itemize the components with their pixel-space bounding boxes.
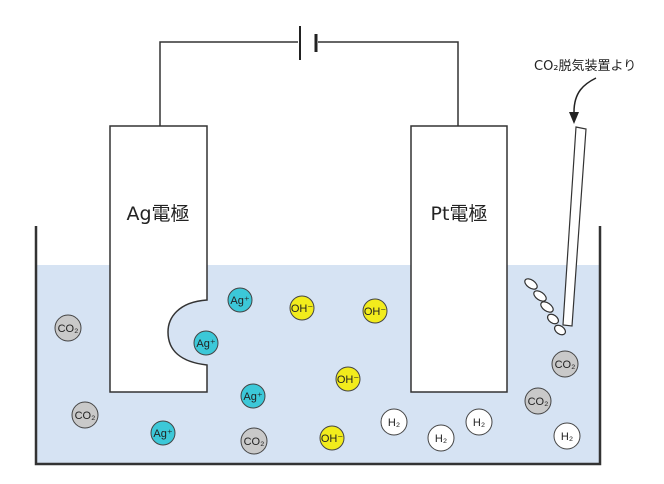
- ag-electrode-label: Ag電極: [126, 203, 189, 225]
- svg-text:CO₂: CO₂: [244, 436, 265, 448]
- svg-text:H₂: H₂: [388, 417, 400, 429]
- bubble: [546, 313, 560, 325]
- svg-text:H₂: H₂: [473, 417, 485, 429]
- svg-text:CO₂: CO₂: [75, 410, 96, 422]
- co2-molecule: CO₂: [240, 427, 268, 455]
- co2-molecule: CO₂: [524, 387, 552, 415]
- svg-text:CO₂: CO₂: [58, 323, 79, 335]
- battery-icon: [299, 26, 318, 60]
- co2-molecule: CO₂: [71, 401, 99, 429]
- oh-ion: OH⁻: [362, 298, 388, 324]
- bubble: [540, 301, 554, 313]
- co2-tube: [562, 126, 587, 327]
- oh-ion: OH⁻: [289, 295, 315, 321]
- ag-ion: Ag⁺: [193, 330, 219, 356]
- co2-molecule: CO₂: [54, 314, 82, 342]
- oh-ion: OH⁻: [319, 425, 345, 451]
- oh-ion: OH⁻: [335, 366, 361, 392]
- svg-text:CO₂: CO₂: [555, 359, 576, 371]
- ag-ion: Ag⁺: [150, 420, 176, 446]
- svg-text:CO₂: CO₂: [528, 396, 549, 408]
- h2-molecule: H₂: [427, 424, 455, 452]
- ag-electrode: [109, 125, 208, 393]
- bubble: [533, 290, 547, 302]
- co2-source-label: CO₂脱気装置より: [534, 58, 636, 74]
- ag-ion: Ag⁺: [227, 287, 253, 313]
- bubble: [553, 324, 567, 336]
- svg-text:Ag⁺: Ag⁺: [243, 391, 262, 403]
- h2-molecule: H₂: [380, 408, 408, 436]
- svg-text:Ag⁺: Ag⁺: [153, 428, 172, 440]
- ag-ion: Ag⁺: [240, 383, 266, 409]
- co2-bubbles: [524, 278, 567, 336]
- svg-text:Ag⁺: Ag⁺: [196, 338, 215, 350]
- pt-electrode-label: Pt電極: [431, 203, 488, 225]
- svg-text:H₂: H₂: [435, 433, 447, 445]
- svg-text:OH⁻: OH⁻: [364, 306, 387, 318]
- svg-text:OH⁻: OH⁻: [337, 374, 360, 386]
- curved-arrow: [573, 77, 597, 113]
- svg-text:OH⁻: OH⁻: [291, 303, 314, 315]
- circuit-wire: [159, 41, 459, 126]
- bubble: [524, 278, 538, 290]
- pt-electrode: [410, 125, 508, 393]
- h2-molecule: H₂: [465, 408, 493, 436]
- arrow-head-icon: [569, 112, 579, 124]
- svg-text:OH⁻: OH⁻: [321, 433, 344, 445]
- co2-molecule: CO₂: [551, 350, 579, 378]
- svg-text:H₂: H₂: [561, 431, 573, 443]
- svg-text:Ag⁺: Ag⁺: [230, 295, 249, 307]
- h2-molecule: H₂: [553, 422, 581, 450]
- beaker: [34, 226, 602, 466]
